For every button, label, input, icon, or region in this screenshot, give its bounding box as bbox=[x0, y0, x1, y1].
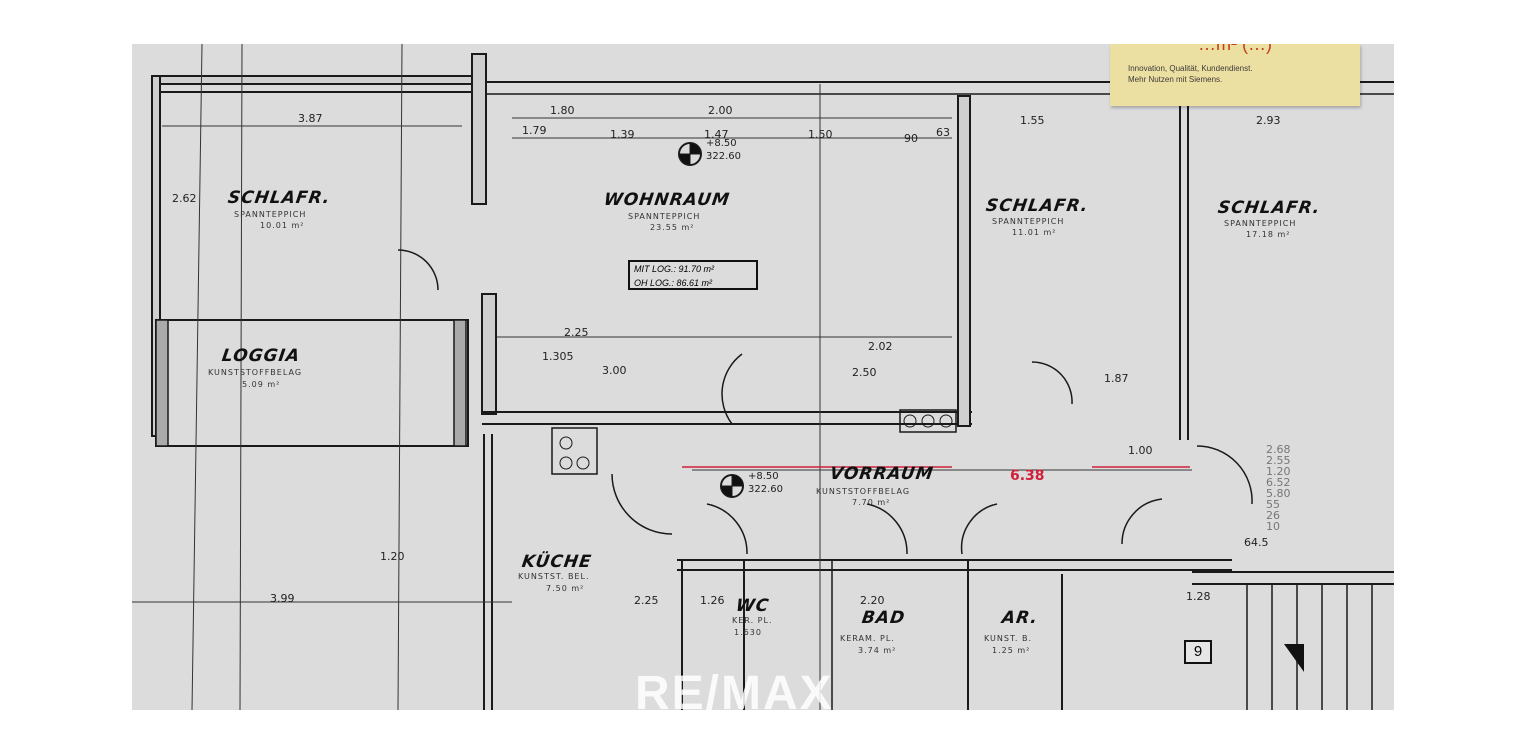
staircase-number: 9 bbox=[1184, 640, 1212, 664]
dimension-label: 2.25 bbox=[564, 326, 589, 339]
dimension-label: 3.00 bbox=[602, 364, 627, 377]
room-floor-storage: KUNST. B. bbox=[984, 634, 1033, 643]
handwritten-calculation: 2.68 2.55 1.20 6.52 5.80 55 26 10 bbox=[1266, 444, 1291, 532]
elevation-top-2: +8.50 bbox=[748, 471, 779, 482]
room-area-storage: 1.25 m² bbox=[992, 646, 1031, 655]
dimension-label: 1.87 bbox=[1104, 372, 1129, 385]
room-area-loggia: 5.09 m² bbox=[242, 380, 281, 389]
dimension-label: 3.99 bbox=[270, 592, 295, 605]
room-name-hallway: VORRAUM bbox=[828, 464, 936, 484]
dimension-label: 2.02 bbox=[868, 340, 893, 353]
area-summary-box: MIT LOG.: 91.70 m² OH LOG.: 86.61 m² bbox=[628, 260, 758, 290]
room-area-wc: 1.630 bbox=[734, 628, 762, 637]
room-floor-wc: KER. PL. bbox=[732, 616, 773, 625]
room-area-bedroom-3: 17.18 m² bbox=[1246, 230, 1291, 239]
room-floor-living-room: SPANNTEPPICH bbox=[628, 212, 701, 221]
calc-value: 1.20 bbox=[1266, 465, 1291, 478]
dimension-label: 2.20 bbox=[860, 594, 885, 607]
dimension-label: 1.00 bbox=[1128, 444, 1153, 457]
dimension-label: 1.39 bbox=[610, 128, 635, 141]
room-name-bedroom-2: SCHLAFR. bbox=[984, 196, 1090, 216]
calc-value: 5.80 bbox=[1266, 487, 1291, 500]
floor-plan-linework bbox=[132, 44, 1394, 710]
dimension-label: 3.87 bbox=[298, 112, 323, 125]
room-floor-bedroom-3: SPANNTEPPICH bbox=[1224, 219, 1297, 228]
dimension-label: 1.80 bbox=[550, 104, 575, 117]
remax-watermark: RE/MAX bbox=[635, 667, 834, 710]
floor-plan-image: SCHLAFR. SPANNTEPPICH 10.01 m² WOHNRAUM … bbox=[132, 44, 1394, 710]
dimension-label: 64.5 bbox=[1244, 536, 1269, 549]
sticky-note-line-2: Mehr Nutzen mit Siemens. bbox=[1128, 75, 1223, 84]
room-area-living-room: 23.55 m² bbox=[650, 223, 695, 232]
room-area-hallway: 7.70 m² bbox=[852, 498, 891, 507]
calc-value: 26 bbox=[1266, 509, 1280, 522]
calc-value: 2.55 bbox=[1266, 454, 1291, 467]
dimension-label: 2.62 bbox=[172, 192, 197, 205]
room-floor-bedroom-2: SPANNTEPPICH bbox=[992, 217, 1065, 226]
sticky-note-line-1: Innovation, Qualität, Kundendienst. bbox=[1128, 64, 1253, 73]
room-floor-hallway: KUNSTSTOFFBELAG bbox=[816, 487, 911, 496]
dimension-label: 1.79 bbox=[522, 124, 547, 137]
dimension-label: 1.26 bbox=[700, 594, 725, 607]
room-area-bedroom-2: 11.01 m² bbox=[1012, 228, 1057, 237]
room-name-bedroom-1: SCHLAFR. bbox=[226, 188, 332, 208]
calc-value: 55 bbox=[1266, 498, 1280, 511]
dimension-label: 1.55 bbox=[1020, 114, 1045, 127]
calc-value: 6.52 bbox=[1266, 476, 1291, 489]
dimension-label: 2.93 bbox=[1256, 114, 1281, 127]
area-with-loggia: MIT LOG.: 91.70 m² bbox=[634, 264, 715, 274]
room-name-loggia: LOGGIA bbox=[220, 346, 302, 366]
dimension-label: 2.25 bbox=[634, 594, 659, 607]
dimension-label: 2.00 bbox=[708, 104, 733, 117]
dimension-label: 63 bbox=[936, 126, 950, 139]
dimension-label: 90 bbox=[904, 132, 918, 145]
dimension-label: 2.50 bbox=[852, 366, 877, 379]
elevation-bottom-1: 322.60 bbox=[706, 151, 741, 162]
dimension-label: 1.20 bbox=[380, 550, 405, 563]
dimension-label: 1.50 bbox=[808, 128, 833, 141]
room-name-kitchen: KÜCHE bbox=[520, 552, 594, 572]
elevation-bottom-2: 322.60 bbox=[748, 484, 783, 495]
room-area-bedroom-1: 10.01 m² bbox=[260, 221, 305, 230]
red-dimension-label: 6.38 bbox=[1010, 468, 1045, 484]
dimension-label: 1.47 bbox=[704, 128, 729, 141]
calc-value: 10 bbox=[1266, 520, 1280, 533]
room-floor-loggia: KUNSTSTOFFBELAG bbox=[208, 368, 303, 377]
area-without-loggia: OH LOG.: 86.61 m² bbox=[634, 278, 713, 288]
room-floor-kitchen: KUNSTST. BEL. bbox=[518, 572, 590, 581]
elevation-top-1: +8.50 bbox=[706, 138, 737, 149]
room-area-kitchen: 7.50 m² bbox=[546, 584, 585, 593]
room-floor-bedroom-1: SPANNTEPPICH bbox=[234, 210, 307, 219]
room-floor-bathroom: KERAM. PL. bbox=[840, 634, 895, 643]
dimension-label: 1.305 bbox=[542, 350, 574, 363]
room-area-bathroom: 3.74 m² bbox=[858, 646, 897, 655]
sticky-note-headline: …m² (…) bbox=[1198, 44, 1272, 54]
room-name-living-room: WOHNRAUM bbox=[602, 190, 732, 210]
sticky-note: …m² (…) Innovation, Qualität, Kundendien… bbox=[1110, 44, 1360, 106]
room-name-bedroom-3: SCHLAFR. bbox=[1216, 198, 1322, 218]
room-name-bathroom: BAD bbox=[860, 608, 907, 628]
room-name-storage: AR. bbox=[1000, 608, 1040, 628]
dimension-label: 1.28 bbox=[1186, 590, 1211, 603]
calc-value: 2.68 bbox=[1266, 443, 1291, 456]
room-name-wc: WC bbox=[734, 596, 771, 616]
